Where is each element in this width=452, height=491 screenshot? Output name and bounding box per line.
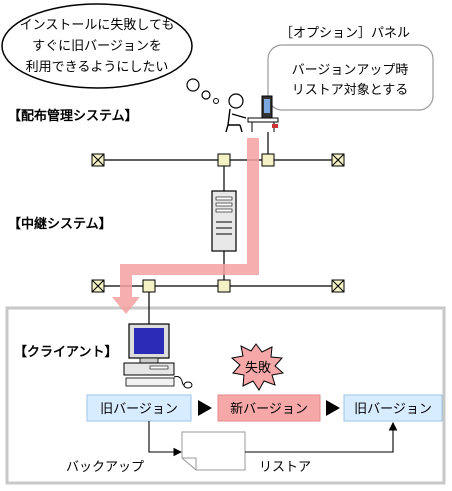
arrow-new-to-old — [326, 400, 340, 416]
thought-line-2: すぐに旧バージョンを — [32, 39, 162, 54]
network-node — [142, 279, 156, 293]
network-node — [217, 153, 231, 167]
thought-line-3: 利用できるようにしたい — [26, 60, 169, 75]
thought-line-1: インストールに失敗しても — [20, 18, 175, 33]
restore-line — [245, 421, 398, 453]
options-line-1: バージョンアップ時 — [292, 63, 409, 78]
failure-label: 失敗 — [245, 361, 271, 376]
backup-label: バックアップ — [66, 460, 144, 475]
network-node — [217, 279, 231, 293]
label-client: 【クライアント】 — [14, 344, 117, 360]
network-node — [261, 153, 275, 167]
relay-network — [91, 279, 345, 293]
new-version-box: 新バージョン — [217, 394, 321, 422]
options-panel-box: バージョンアップ時 リストア対象とする — [267, 44, 434, 111]
old-version-right-label: 旧バージョン — [354, 402, 432, 417]
old-version-box-left: 旧バージョン — [86, 394, 192, 422]
client-pc-icon — [123, 323, 193, 389]
distribution-network-nodes — [91, 153, 345, 167]
options-line-2: リストア対象とする — [292, 83, 409, 98]
old-version-left-label: 旧バージョン — [100, 402, 178, 417]
operator-icon — [225, 93, 279, 133]
thought-bubble: インストールに失敗しても すぐに旧バージョンを 利用できるようにしたい — [1, 3, 219, 104]
old-version-box-right: 旧バージョン — [343, 394, 443, 422]
client-area-border — [5, 306, 446, 485]
label-relay-system: 【中継システム】 — [8, 216, 112, 232]
distribution-flow-arrow — [112, 138, 259, 314]
new-version-label: 新バージョン — [230, 401, 308, 417]
relay-server-icon — [211, 190, 237, 252]
backup-document-icon — [181, 431, 246, 471]
options-panel-title: ［オプション］パネル — [280, 26, 410, 41]
backup-line — [148, 421, 183, 457]
failure-burst: 失敗 — [230, 343, 285, 391]
label-distribution-system: 【配布管理システム】 — [8, 108, 138, 124]
restore-label: リストア — [259, 460, 311, 475]
arrow-old-to-new — [198, 400, 212, 416]
